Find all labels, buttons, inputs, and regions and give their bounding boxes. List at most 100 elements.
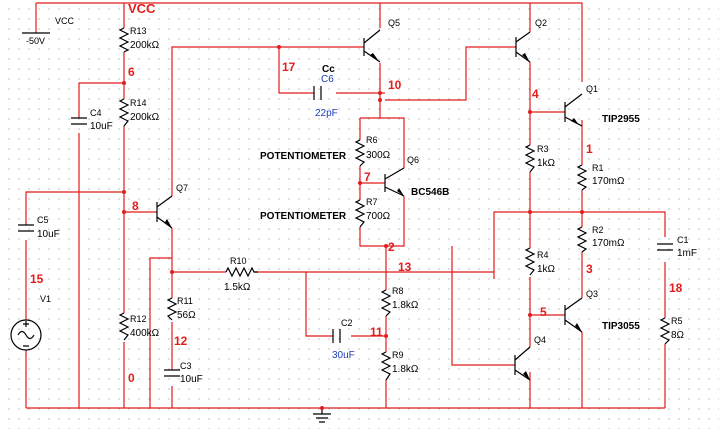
capacitor-c5 — [18, 224, 34, 232]
label-v1-ref: V1 — [40, 294, 51, 304]
resistor-r2 — [576, 226, 588, 253]
vcc-source-label: VCC — [55, 16, 75, 26]
wire-q7-collector — [171, 46, 364, 196]
resistor-r3 — [524, 144, 536, 173]
resistor-r4 — [524, 247, 536, 276]
wire-load — [582, 211, 666, 408]
label-q6-ref: Q6 — [407, 155, 419, 165]
label-r4-ref: R4 — [537, 250, 549, 260]
label-c1-value: 1mF — [677, 248, 697, 259]
label-r10-ref: R10 — [230, 256, 247, 266]
label-c5-ref: C5 — [37, 215, 49, 225]
label-c1-ref: C1 — [677, 235, 689, 245]
junctions — [122, 45, 584, 410]
junction — [528, 313, 532, 317]
label-r6-ref: R6 — [366, 135, 378, 145]
label-q6-part: BC546B — [411, 187, 449, 198]
junction — [580, 210, 584, 214]
ground-icon — [313, 408, 331, 423]
resistor-r8 — [380, 289, 392, 317]
label-c4-ref: C4 — [90, 108, 102, 118]
junction — [528, 110, 532, 114]
resistors — [118, 27, 671, 381]
label-q4-ref: Q4 — [534, 335, 546, 345]
capacitors — [18, 86, 673, 377]
node-3: 3 — [586, 262, 593, 276]
label-q1-part: TIP2955 — [602, 114, 640, 125]
resistor-r13 — [118, 27, 130, 53]
label-r10-value: 1.5kΩ — [224, 282, 251, 293]
node-7: 7 — [364, 170, 371, 184]
resistor-r14 — [118, 98, 130, 127]
label-c2-ref: C2 — [341, 318, 353, 328]
label-r7-ref: R7 — [366, 197, 378, 207]
node-6: 6 — [128, 65, 135, 79]
label-r6-note: POTENTIOMETER — [260, 151, 347, 162]
junction — [384, 244, 388, 248]
junction — [122, 190, 126, 194]
label-r13-value: 200kΩ — [130, 40, 160, 51]
resistor-r12 — [118, 312, 130, 341]
label-r11-value: 56Ω — [177, 310, 196, 321]
junction — [277, 45, 281, 49]
node-12: 12 — [174, 334, 188, 348]
label-r14-ref: R14 — [130, 98, 147, 108]
label-r12-ref: R12 — [130, 314, 147, 324]
resistor-r11 — [166, 297, 178, 321]
label-c4-value: 10uF — [90, 121, 113, 132]
node-10: 10 — [388, 78, 402, 92]
label-q5-ref: Q5 — [388, 18, 400, 28]
wire-cc-loop — [278, 47, 385, 94]
wire-node-13-link — [493, 211, 582, 279]
component-labels: R13 200kΩ R14 200kΩ C4 10uF C5 10uF V1 R… — [37, 18, 697, 385]
wires — [25, 2, 666, 423]
label-c5-value: 10uF — [37, 229, 60, 240]
label-q3-part: TIP3055 — [602, 321, 640, 332]
label-r8-value: 1.8kΩ — [392, 300, 419, 311]
capacitor-c4 — [71, 117, 87, 125]
label-r11-ref: R11 — [177, 296, 193, 306]
junction — [378, 98, 382, 102]
label-c6-title: Cc — [322, 64, 335, 75]
label-c6-ref: C6 — [321, 74, 334, 85]
capacitor-c6 — [313, 86, 322, 100]
transistor-q2 — [515, 31, 531, 63]
vcc-source-value: -50V — [26, 36, 45, 46]
resistor-r6 — [354, 139, 366, 167]
label-r8-ref: R8 — [392, 286, 404, 296]
ac-source-icon — [10, 319, 42, 351]
label-r3-ref: R3 — [537, 144, 549, 154]
node-18: 18 — [669, 281, 683, 295]
ac-source-v1 — [10, 319, 42, 351]
node-13: 13 — [398, 260, 412, 274]
wire-c4-branch — [78, 82, 124, 408]
wire-c2 — [305, 272, 386, 337]
label-r3-value: 1kΩ — [537, 158, 556, 169]
label-r5-value: 8Ω — [671, 330, 685, 341]
label-r9-value: 1.8kΩ — [392, 364, 419, 375]
label-c2-value: 30uF — [332, 350, 355, 361]
junction — [320, 406, 324, 410]
label-r1-value: 170mΩ — [592, 176, 625, 187]
label-c3-value: 10uF — [180, 374, 203, 385]
capacitor-c1 — [657, 243, 673, 251]
transistor-q4 — [514, 346, 531, 381]
label-r13-ref: R13 — [130, 26, 147, 36]
transistor-q3 — [564, 297, 583, 333]
resistor-r10 — [225, 266, 258, 278]
node-8: 8 — [132, 199, 139, 213]
resistor-r5 — [659, 317, 671, 345]
node-11: 11 — [370, 325, 383, 339]
junction — [122, 210, 126, 214]
label-q3-ref: Q3 — [586, 289, 598, 299]
vcc-source: VCC -50V VCC — [22, 1, 156, 46]
transistor-q7 — [156, 195, 173, 229]
capacitor-c3 — [164, 369, 180, 377]
label-r6-value: 300Ω — [366, 150, 391, 161]
node-5: 5 — [540, 305, 547, 319]
label-r5-ref: R5 — [671, 316, 683, 326]
label-q1-ref: Q1 — [586, 84, 598, 94]
node-17: 17 — [282, 60, 296, 74]
resistor-r9 — [380, 351, 392, 381]
